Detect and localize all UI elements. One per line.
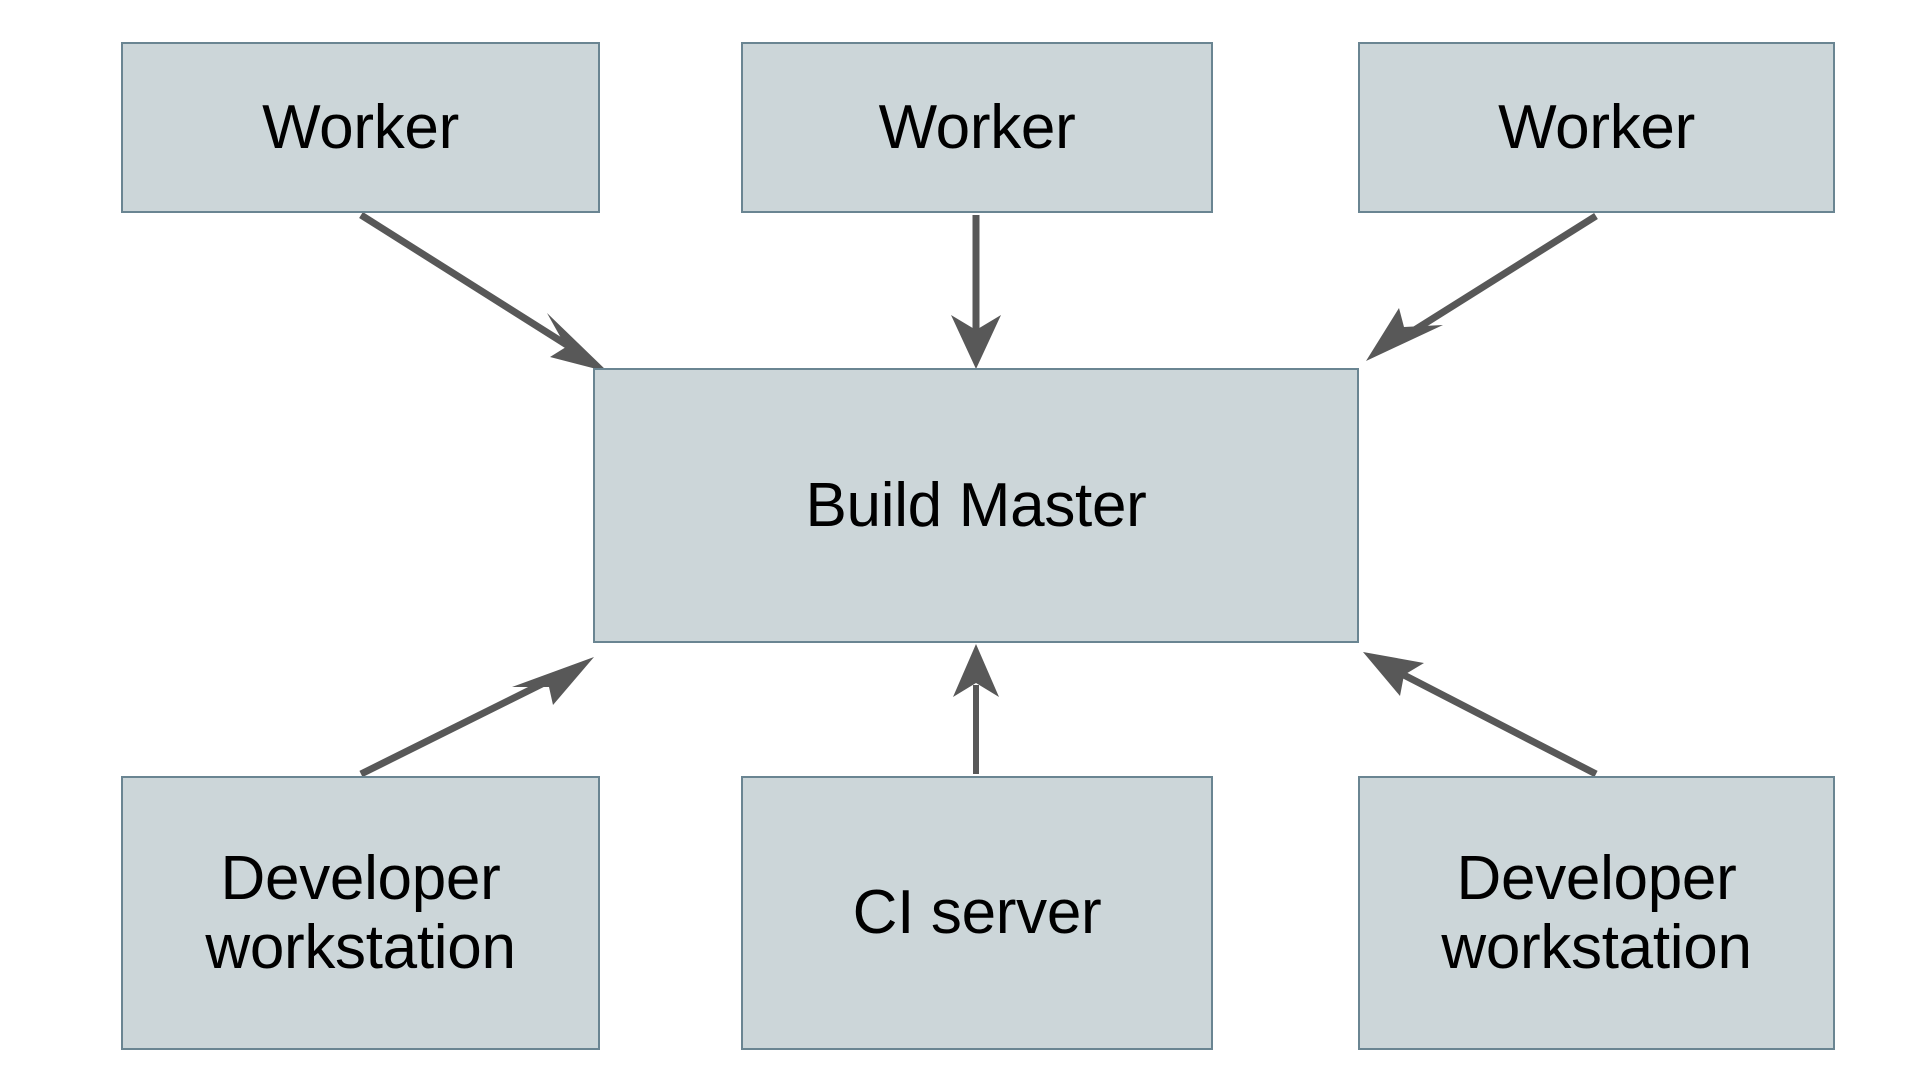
- node-dev-workstation-left[interactable]: Developer workstation: [121, 776, 600, 1050]
- node-ci-server-label: CI server: [852, 878, 1102, 948]
- edge-worker-2-to-build-master: [951, 215, 1001, 369]
- node-worker-3-label: Worker: [1498, 92, 1695, 162]
- edge-ci-server-to-build-master: [953, 644, 999, 774]
- node-worker-1[interactable]: Worker: [121, 42, 600, 213]
- node-worker-2[interactable]: Worker: [741, 42, 1213, 213]
- edge-dev-workstation-left-to-build-master: [359, 657, 594, 778]
- node-dev-workstation-right-label: Developer workstation: [1441, 843, 1752, 982]
- node-dev-workstation-left-label: Developer workstation: [205, 843, 516, 982]
- node-build-master[interactable]: Build Master: [593, 368, 1359, 643]
- arrowhead-icon: [951, 315, 1001, 369]
- arrowhead-icon: [953, 644, 999, 697]
- edge-dev-workstation-right-to-build-master: [1363, 652, 1598, 778]
- node-dev-workstation-right[interactable]: Developer workstation: [1358, 776, 1835, 1050]
- edge-worker-1-to-build-master: [359, 212, 608, 372]
- node-build-master-label: Build Master: [805, 470, 1147, 540]
- node-ci-server[interactable]: CI server: [741, 776, 1213, 1050]
- arrowhead-icon: [1366, 308, 1443, 361]
- edge-line: [1398, 669, 1598, 778]
- edge-line: [359, 212, 580, 355]
- edge-worker-3-to-build-master: [1366, 213, 1598, 361]
- arrowhead-icon: [547, 313, 608, 372]
- node-worker-3[interactable]: Worker: [1358, 42, 1835, 213]
- node-worker-1-label: Worker: [262, 92, 459, 162]
- node-worker-2-label: Worker: [878, 92, 1076, 162]
- edge-line: [359, 673, 558, 778]
- arrowhead-icon: [1363, 652, 1424, 696]
- edge-line: [1395, 213, 1598, 344]
- arrowhead-icon: [512, 657, 594, 705]
